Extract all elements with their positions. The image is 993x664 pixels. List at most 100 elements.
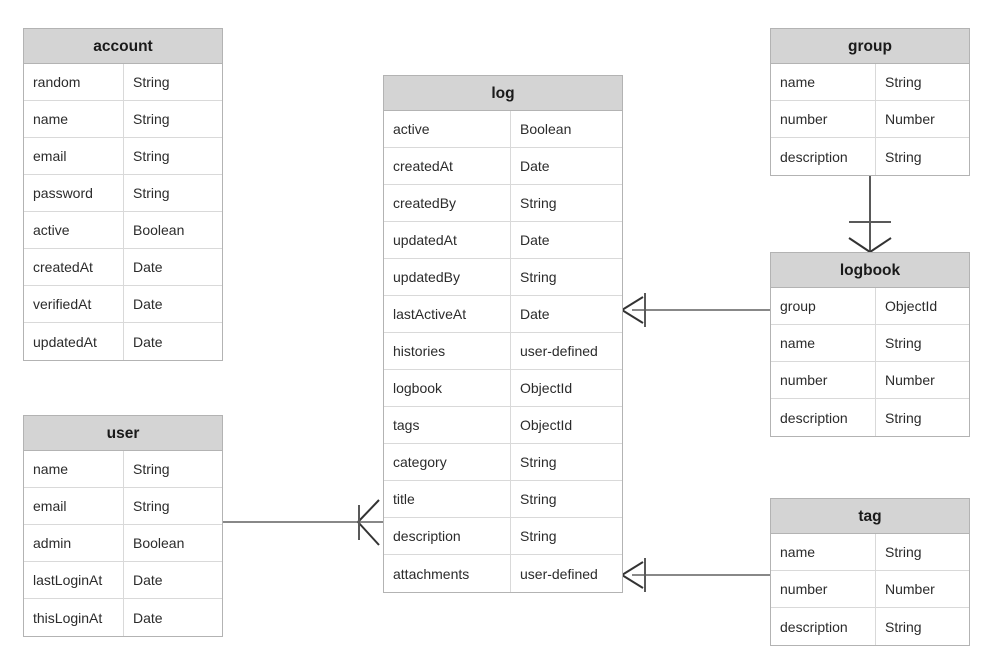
table-row[interactable]: updatedBy String	[384, 259, 622, 296]
field-name: active	[24, 212, 124, 248]
field-type: user-defined	[520, 343, 598, 359]
table-row[interactable]: createdAt Date	[24, 249, 222, 286]
field-name: password	[24, 175, 124, 211]
field-name: thisLoginAt	[24, 599, 124, 636]
entity-title-logbook: logbook	[771, 253, 969, 288]
table-row[interactable]: active Boolean	[24, 212, 222, 249]
table-row[interactable]: attachments user-defined	[384, 555, 622, 592]
table-row[interactable]: updatedAt Date	[384, 222, 622, 259]
table-row[interactable]: createdBy String	[384, 185, 622, 222]
entity-title-log: log	[384, 76, 622, 111]
table-row[interactable]: name String	[771, 325, 969, 362]
field-type: Date	[133, 259, 163, 275]
field-type: String	[885, 335, 922, 351]
relationship-log-tag	[621, 558, 770, 592]
field-type: ObjectId	[520, 417, 573, 433]
relationship-log-logbook	[621, 293, 770, 327]
table-row[interactable]: email String	[24, 488, 222, 525]
field-name: lastActiveAt	[384, 296, 511, 332]
field-type: String	[520, 269, 557, 285]
table-row[interactable]: verifiedAt Date	[24, 286, 222, 323]
field-type: ObjectId	[885, 298, 938, 314]
field-type: user-defined	[520, 565, 598, 582]
field-type: Date	[133, 296, 163, 312]
field-name: createdBy	[384, 185, 511, 221]
field-name: name	[771, 325, 876, 361]
entity-title-account: account	[24, 29, 222, 64]
field-type: Date	[520, 232, 550, 248]
table-row[interactable]: updatedAt Date	[24, 323, 222, 360]
field-name: lastLoginAt	[24, 562, 124, 598]
field-name: verifiedAt	[24, 286, 124, 322]
field-type: String	[133, 498, 170, 514]
field-name: title	[384, 481, 511, 517]
entity-title-tag: tag	[771, 499, 969, 534]
field-name: number	[771, 571, 876, 607]
table-row[interactable]: tags ObjectId	[384, 407, 622, 444]
field-name: updatedAt	[24, 323, 124, 360]
field-type: String	[885, 618, 922, 635]
field-name: createdAt	[24, 249, 124, 285]
field-name: createdAt	[384, 148, 511, 184]
field-type: Date	[133, 572, 163, 588]
field-type: String	[885, 544, 922, 560]
field-type: Date	[133, 333, 163, 350]
field-type: Date	[133, 609, 163, 626]
field-name: description	[771, 399, 876, 436]
entity-title-group: group	[771, 29, 969, 64]
relationship-user-log	[223, 499, 383, 546]
field-name: email	[24, 488, 124, 524]
entity-title-user: user	[24, 416, 222, 451]
field-name: random	[24, 64, 124, 100]
field-name: logbook	[384, 370, 511, 406]
field-name: name	[24, 451, 124, 487]
field-name: updatedAt	[384, 222, 511, 258]
field-type: String	[133, 148, 170, 164]
field-name: admin	[24, 525, 124, 561]
table-row[interactable]: lastLoginAt Date	[24, 562, 222, 599]
field-name: attachments	[384, 555, 511, 592]
field-name: updatedBy	[384, 259, 511, 295]
field-type: Number	[885, 111, 935, 127]
field-type: Boolean	[133, 222, 185, 238]
field-type: String	[520, 195, 557, 211]
field-name: tags	[384, 407, 511, 443]
table-row[interactable]: thisLoginAt Date	[24, 599, 222, 636]
